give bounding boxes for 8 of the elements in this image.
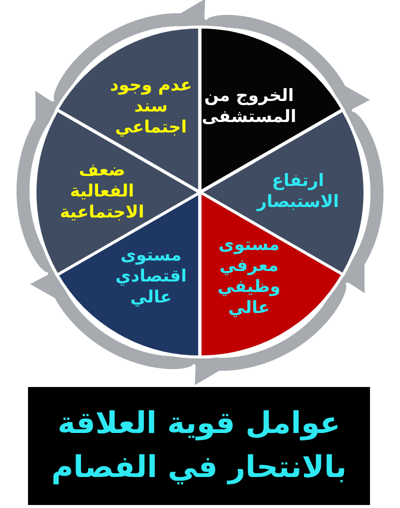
curved-arrow [203, 14, 370, 116]
segment-label: مستوى اقتصادي عالي [114, 245, 188, 308]
segment-label: مستوى معرفي وظيفي عالي [216, 234, 282, 319]
segment-label: ارتفاع الاستبصار [255, 171, 340, 213]
title: عوامل قوية العلاقة بالانتحار في الفصام [28, 387, 370, 505]
segment-label: عدم وجود سند اجتماعي [108, 76, 193, 139]
segment-label: الخروج من المستشفى [201, 86, 297, 128]
segment-label: ضعف الفعالية الاجتماعية [58, 160, 146, 224]
